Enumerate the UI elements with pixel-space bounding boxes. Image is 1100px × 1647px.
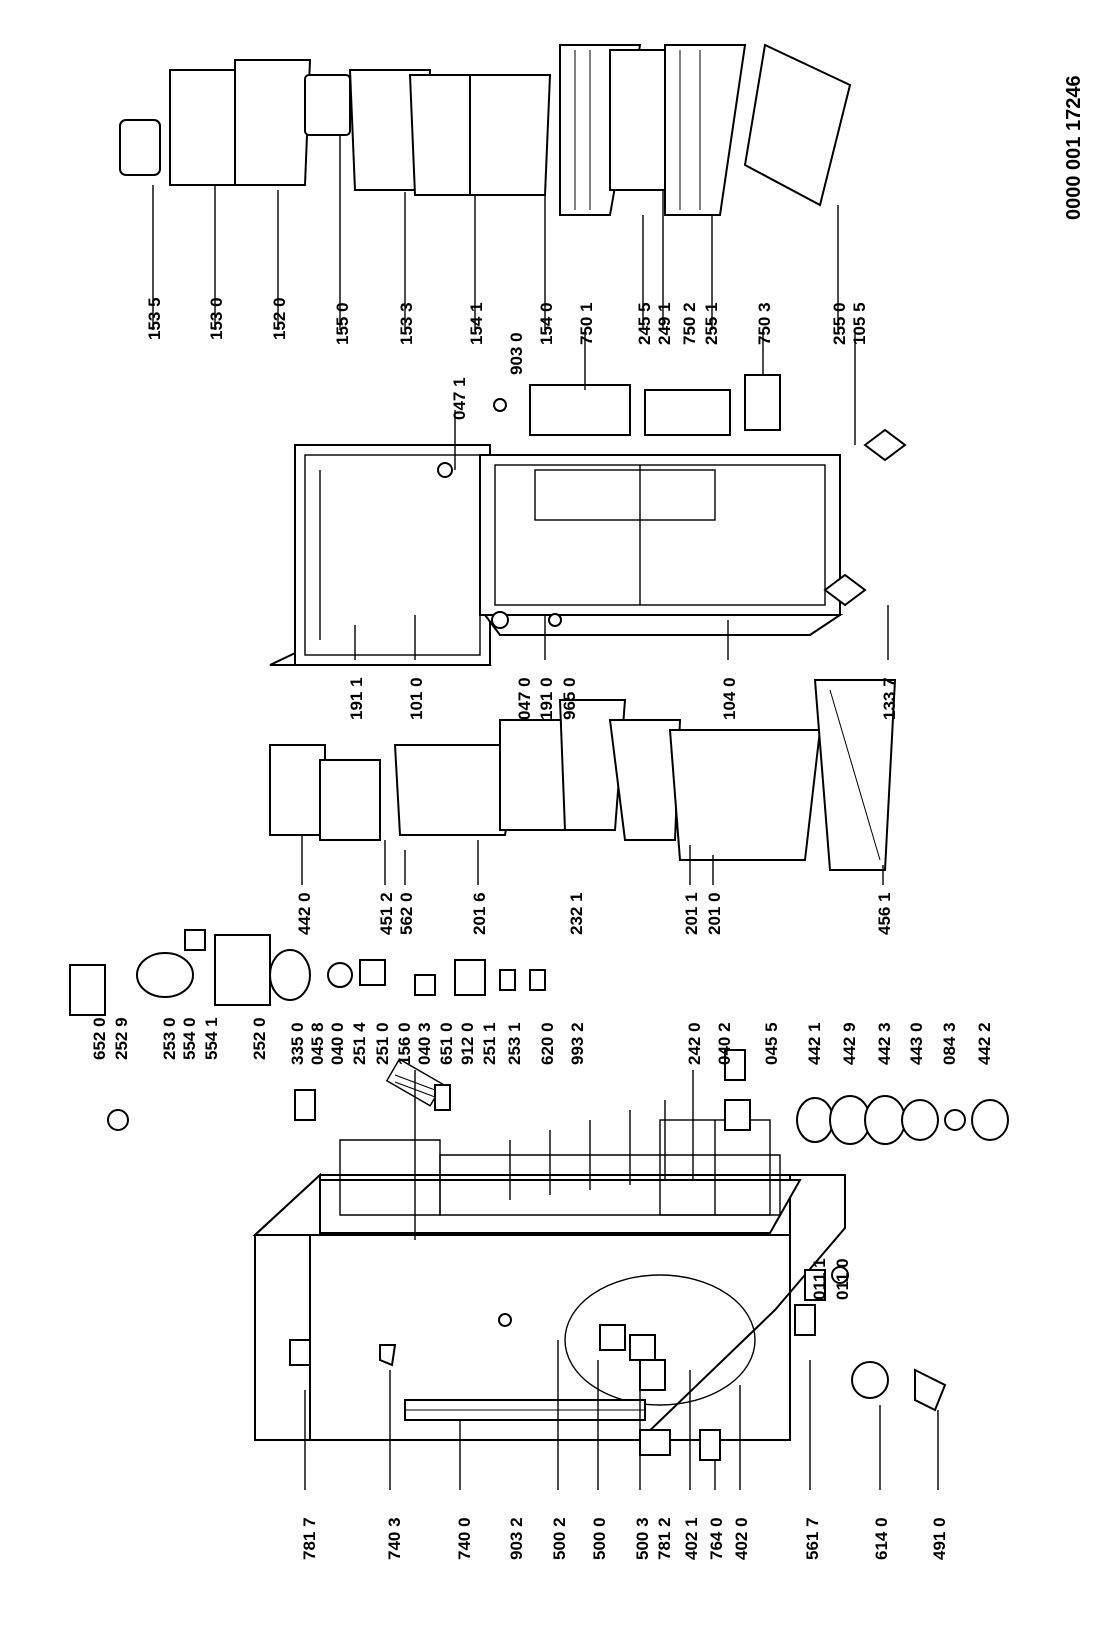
part-code-label: 562 0: [397, 892, 416, 935]
part-code-label: 750 2: [680, 302, 699, 345]
part-code-label: 750 1: [577, 302, 596, 345]
part-code-label: 153 5: [145, 297, 164, 340]
part-code-label: 965 0: [560, 677, 579, 720]
crisper-drawers: [529, 374, 781, 436]
glass-shelves: [559, 43, 852, 216]
part-code-label: 500 3: [633, 1517, 652, 1560]
part-code-label: 252 9: [112, 1017, 131, 1060]
part-code-label: 011 1: [810, 1258, 829, 1300]
part-code-label: 040 0: [328, 1022, 347, 1065]
part-code-label: 614 0: [872, 1517, 891, 1560]
door-bins: [119, 59, 552, 196]
document-number: 0000 001 17246: [1063, 75, 1085, 220]
part-code-label: 652 0: [90, 1017, 109, 1060]
part-code-label: 335 0: [288, 1022, 307, 1065]
part-code-label: 155 0: [333, 302, 352, 345]
part-code-label: 040 2: [715, 1022, 734, 1065]
part-code-label: 253 1: [505, 1022, 524, 1065]
part-code-label: 232 1: [567, 892, 586, 935]
part-code-label: 201 6: [470, 892, 489, 935]
part-code-label: 912 0: [458, 1022, 477, 1065]
part-code-label: 740 0: [455, 1517, 474, 1560]
part-code-label: 903 2: [507, 1517, 526, 1560]
part-code-label: 442 9: [840, 1022, 859, 1065]
fridge-door: [479, 454, 844, 636]
part-code-label: 152 0: [270, 297, 289, 340]
part-code-label: 651 0: [437, 1022, 456, 1065]
callouts: 153 5 153 0 152 0 155 0 153 3 047 1 154 1 903 0…: [90, 135, 994, 1560]
part-code-label: 101 0: [407, 677, 426, 720]
part-code-label: 443 0: [907, 1022, 926, 1065]
part-code-label: 781 7: [300, 1517, 319, 1560]
part-code-label: 764 0: [707, 1517, 726, 1560]
part-code-label: 554 0: [180, 1017, 199, 1060]
part-code-label: 491 0: [930, 1517, 949, 1560]
part-code-label: 153 3: [397, 302, 416, 345]
part-code-label: 781 2: [655, 1517, 674, 1560]
part-code-label: 500 0: [590, 1517, 609, 1560]
part-code-label: 242 0: [685, 1022, 704, 1065]
part-code-label: 993 2: [568, 1022, 587, 1065]
part-code-label: 561 7: [803, 1517, 822, 1560]
part-code-label: 156 0: [395, 1022, 414, 1065]
part-code-label: 201 0: [705, 892, 724, 935]
part-code-label: 047 1: [450, 377, 469, 420]
part-code-label: 402 1: [682, 1517, 701, 1560]
part-code-label: 402 0: [732, 1517, 751, 1560]
part-code-label: 154 1: [467, 302, 486, 345]
part-code-label: 191 0: [537, 677, 556, 720]
part-code-label: 245 5: [635, 302, 654, 345]
part-code-label: 045 5: [762, 1022, 781, 1065]
part-code-label: 191 1: [347, 677, 366, 720]
part-code-label: 154 0: [537, 302, 556, 345]
part-code-label: 451 2: [377, 892, 396, 935]
part-code-label: 251 4: [350, 1022, 369, 1065]
part-code-label: 045 8: [308, 1022, 327, 1065]
condenser-grille: [404, 1399, 646, 1421]
part-code-label: 201 1: [682, 892, 701, 935]
freezer-door: [269, 444, 492, 666]
part-code-label: 255 0: [830, 302, 849, 345]
part-code-label: 255 1: [702, 302, 721, 345]
part-code-label: 153 0: [207, 297, 226, 340]
part-code-label: 104 0: [720, 677, 739, 720]
part-code-label: 740 3: [385, 1517, 404, 1560]
part-code-label: 620 0: [538, 1022, 557, 1065]
part-code-label: 253 0: [160, 1017, 179, 1060]
freezer-parts: [269, 679, 897, 871]
part-code-label: 442 3: [875, 1022, 894, 1065]
part-code-label: 442 1: [805, 1022, 824, 1065]
part-code-label: 133 7: [880, 677, 899, 720]
part-code-label: 084 3: [940, 1022, 959, 1065]
part-code-label: 040 3: [415, 1022, 434, 1065]
small-parts: [69, 398, 1009, 1461]
part-code-label: 750 3: [755, 302, 774, 345]
part-code-label: 105 5: [850, 302, 869, 345]
part-code-label: 442 2: [975, 1022, 994, 1065]
part-code-label: 047 0: [515, 677, 534, 720]
part-code-label: 500 2: [550, 1517, 569, 1560]
part-code-label: 011 0: [833, 1258, 852, 1300]
part-code-label: 456 1: [875, 892, 894, 935]
part-code-label: 252 0: [250, 1017, 269, 1060]
part-code-label: 251 1: [480, 1022, 499, 1065]
fridge-cabinet: [252, 1058, 846, 1441]
part-code-label: 249 1: [655, 302, 674, 345]
part-code-label: 442 0: [295, 892, 314, 935]
part-code-label: 554 1: [202, 1017, 221, 1060]
part-code-label: 903 0: [507, 332, 526, 375]
part-code-label: 251 0: [373, 1022, 392, 1065]
